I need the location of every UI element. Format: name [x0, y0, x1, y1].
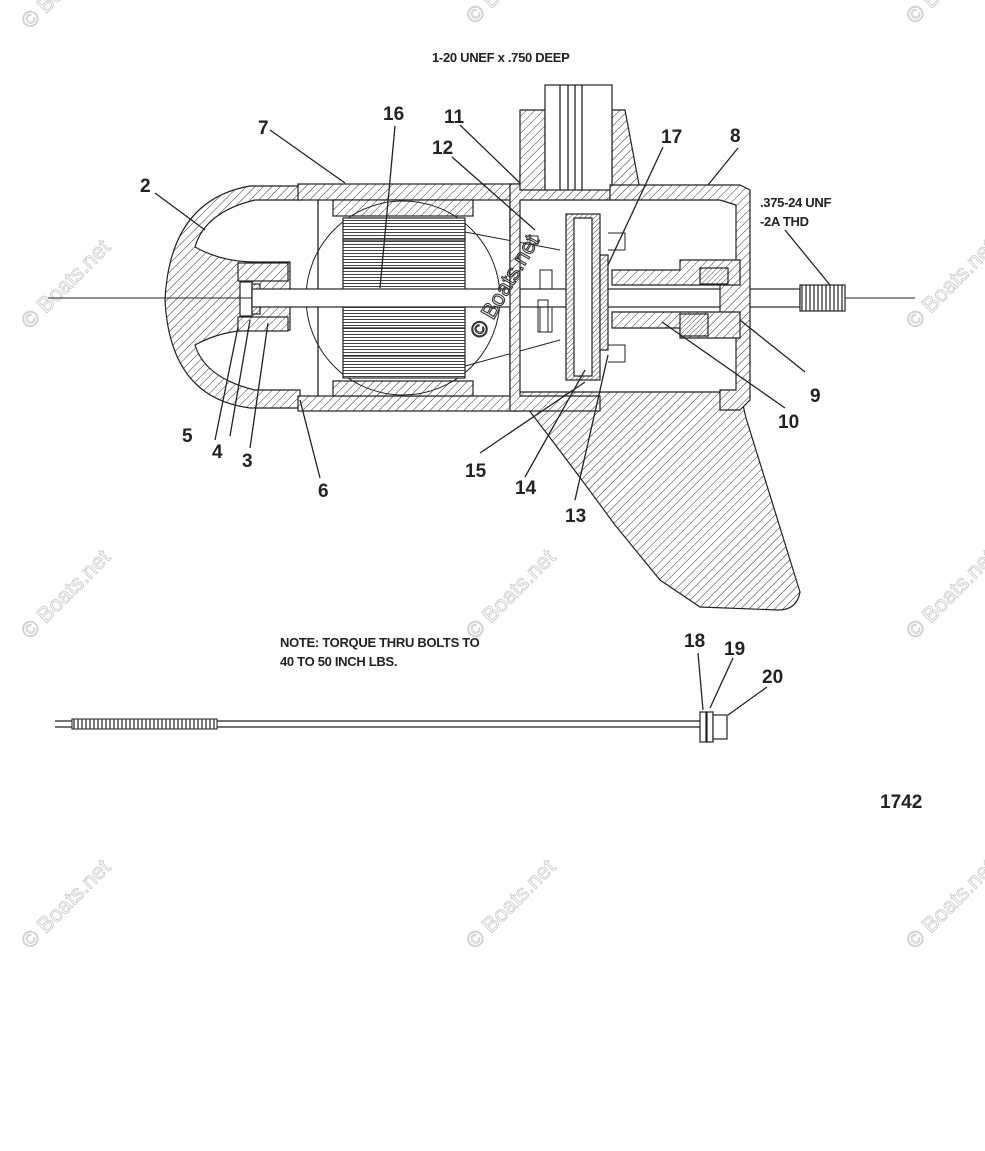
- rear-housing: [609, 184, 751, 411]
- callout-7: 7: [258, 118, 269, 139]
- watermark: © Boats.net: [16, 544, 115, 643]
- callout-19: 19: [724, 639, 745, 660]
- skeg-fin: [513, 391, 801, 611]
- magnet-bottom: [332, 380, 474, 397]
- leader-lines: [154, 124, 831, 716]
- callout-5: 5: [182, 426, 193, 447]
- callout-12: 12: [432, 138, 453, 159]
- watermark: © Boats.net: [461, 854, 560, 953]
- watermark: © Boats.net: [16, 234, 115, 333]
- callout-14: 14: [515, 478, 537, 499]
- watermark-center: © Boats.net: [465, 230, 544, 342]
- shaft-thread-note-line2: -2A THD: [760, 214, 809, 229]
- watermark: © Boats.net: [901, 544, 985, 643]
- washer-18: [699, 711, 707, 743]
- callout-18: 18: [684, 631, 705, 652]
- thru-bolt: [55, 711, 728, 743]
- callout-17: 17: [661, 127, 682, 148]
- armature-shaft: [48, 284, 915, 312]
- callout-2: 2: [140, 176, 151, 197]
- callout-8: 8: [730, 126, 741, 147]
- watermark: © Boats.net: [461, 0, 560, 29]
- end-bell: [509, 169, 626, 412]
- watermark: © Boats.net: [901, 0, 985, 29]
- callouts: 2 3 4 5 6 7 8 9 10 11 12 13 14 15 16 17 …: [140, 104, 821, 688]
- magnet-top: [332, 199, 474, 217]
- callout-13: 13: [565, 506, 586, 527]
- figure-number: 1742: [880, 792, 922, 813]
- washer-19: [706, 711, 714, 743]
- mounting-thread-note: 1-20 UNEF x .750 DEEP: [432, 50, 570, 65]
- torque-note-line2: 40 TO 50 INCH LBS.: [280, 654, 397, 669]
- cable-gland: [519, 84, 641, 191]
- callout-9: 9: [810, 386, 821, 407]
- watermark: © Boats.net: [16, 854, 115, 953]
- nut-20: [712, 714, 728, 740]
- callout-15: 15: [465, 461, 487, 482]
- watermark: © Boats.net: [461, 544, 560, 643]
- callout-20: 20: [762, 667, 783, 688]
- watermark: © Boats.net: [16, 0, 115, 34]
- watermarks: © Boats.net © Boats.net © Boats.net © Bo…: [15, 0, 985, 954]
- callout-11: 11: [444, 107, 465, 128]
- callout-6: 6: [318, 481, 329, 502]
- callout-3: 3: [242, 451, 253, 472]
- torque-note-line1: NOTE: TORQUE THRU BOLTS TO: [280, 635, 480, 650]
- watermark: © Boats.net: [901, 234, 985, 333]
- callout-10: 10: [778, 412, 799, 433]
- callout-4: 4: [212, 442, 223, 463]
- watermark: © Boats.net: [901, 854, 985, 953]
- callout-16: 16: [383, 104, 404, 125]
- shaft-thread-note-line1: .375-24 UNF: [760, 195, 831, 210]
